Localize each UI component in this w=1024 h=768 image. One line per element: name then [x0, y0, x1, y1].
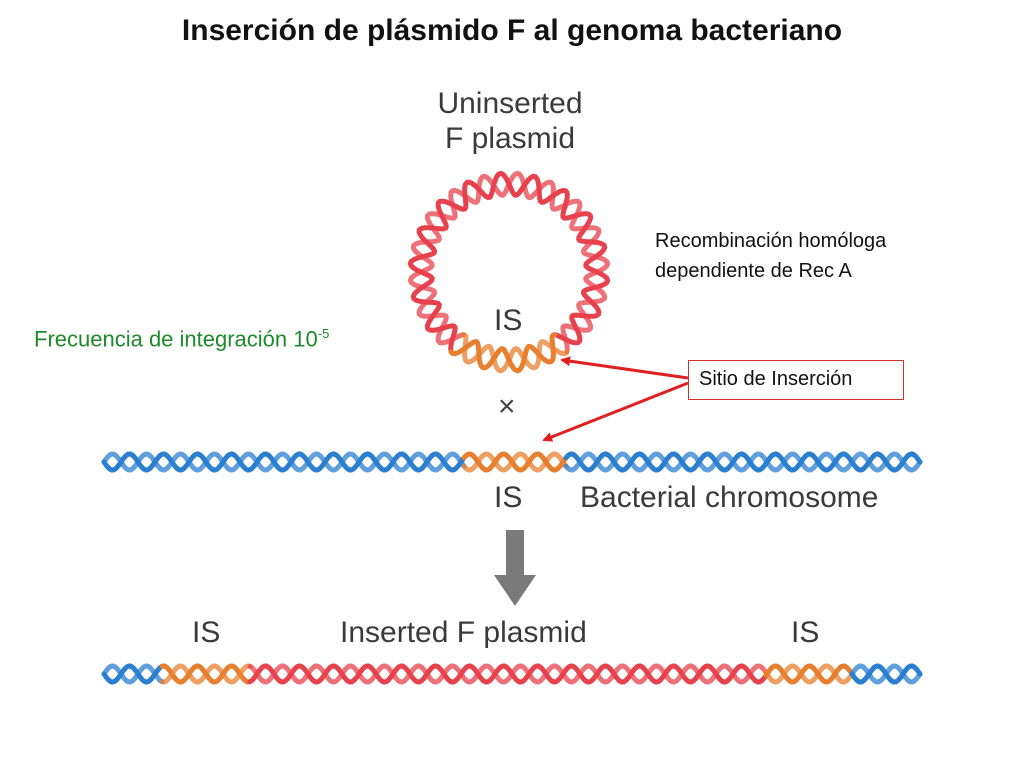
helix-strand	[763, 663, 855, 685]
slide-title: Inserción de plásmido F al genoma bacter…	[181, 14, 843, 47]
helix-strand	[101, 663, 165, 685]
uninserted-plasmid-label: Uninserted F plasmid	[380, 86, 640, 156]
helix-strand	[461, 451, 569, 473]
bacterial-chromosome-label: Bacterial chromosome	[580, 481, 879, 514]
integration-frequency-exponent: -5	[317, 326, 330, 341]
helix-strand	[563, 451, 923, 473]
bacterial-chromosome-helix	[101, 451, 923, 473]
inserted-left-is-label: IS	[192, 616, 221, 649]
insertion-site-box: Sitio de Inserción	[688, 360, 904, 400]
arrow-to-chromosome-site	[542, 381, 689, 442]
helix-strand	[849, 663, 923, 685]
plasmid-ring	[407, 170, 611, 374]
recombination-note-line2: dependiente de Rec A	[655, 260, 852, 282]
arrow-to-plasmid-site	[560, 356, 689, 380]
uninserted-plasmid-label-line2: F plasmid	[444, 122, 576, 155]
plasmid-is-label: IS	[494, 304, 523, 337]
inserted-chromosome-helix	[101, 663, 923, 685]
helix-strand	[101, 451, 467, 473]
uninserted-plasmid-label-line1: Uninserted	[437, 87, 583, 120]
integration-frequency-text: Frecuencia de integración 10	[34, 326, 318, 352]
helix-strand	[763, 663, 855, 685]
chromosome-is-label: IS	[494, 481, 523, 514]
cross-symbol: ×	[498, 390, 516, 423]
helix-strand	[101, 663, 165, 685]
helix-strand	[101, 451, 467, 473]
inserted-plasmid-label: Inserted F plasmid	[340, 616, 587, 649]
helix-strand	[247, 663, 769, 685]
recombination-note: Recombinación homóloga dependiente de Re…	[655, 226, 886, 286]
integration-frequency: Frecuencia de integración 10-5	[34, 326, 329, 352]
helix-strand	[159, 663, 253, 685]
helix-strand	[461, 451, 569, 473]
helix-strand	[563, 451, 923, 473]
inserted-right-is-label: IS	[791, 616, 820, 649]
recombination-note-line1: Recombinación homóloga	[655, 230, 887, 252]
helix-strand	[247, 663, 769, 685]
process-arrow	[494, 530, 536, 606]
